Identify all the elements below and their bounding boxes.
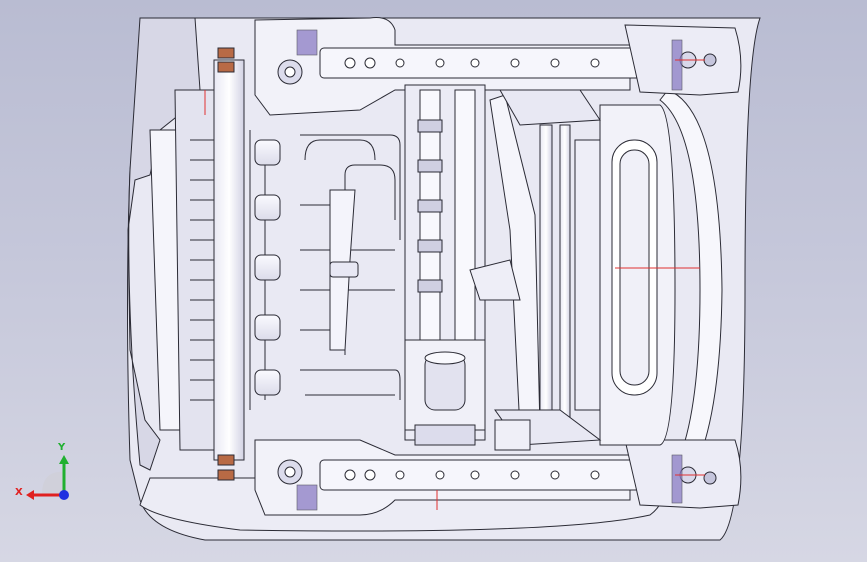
left-rib-lines bbox=[190, 139, 230, 401]
left-copper-connectors bbox=[217, 47, 235, 481]
y-axis-label: Y bbox=[58, 442, 66, 453]
purple-accent-faces bbox=[296, 29, 683, 511]
central-mechanism bbox=[404, 84, 486, 446]
lower-bracket-plate bbox=[494, 419, 531, 451]
left-side-panel bbox=[127, 17, 245, 471]
bottom-rail-holes bbox=[344, 469, 600, 481]
center-strap-clip bbox=[329, 261, 359, 278]
top-right-bracket bbox=[499, 89, 601, 126]
right-cushion-pan bbox=[599, 104, 676, 446]
top-rail-holes bbox=[344, 57, 600, 69]
x-axis-label: X bbox=[15, 487, 23, 498]
recliner-bracket bbox=[469, 259, 521, 301]
triad-graphic bbox=[26, 455, 69, 500]
left-spring-links bbox=[254, 139, 281, 396]
bottom-seat-rail bbox=[254, 439, 742, 516]
reference-lines bbox=[204, 59, 705, 510]
top-seat-rail bbox=[254, 17, 742, 116]
view-orientation-triad[interactable]: X Y bbox=[12, 440, 82, 510]
